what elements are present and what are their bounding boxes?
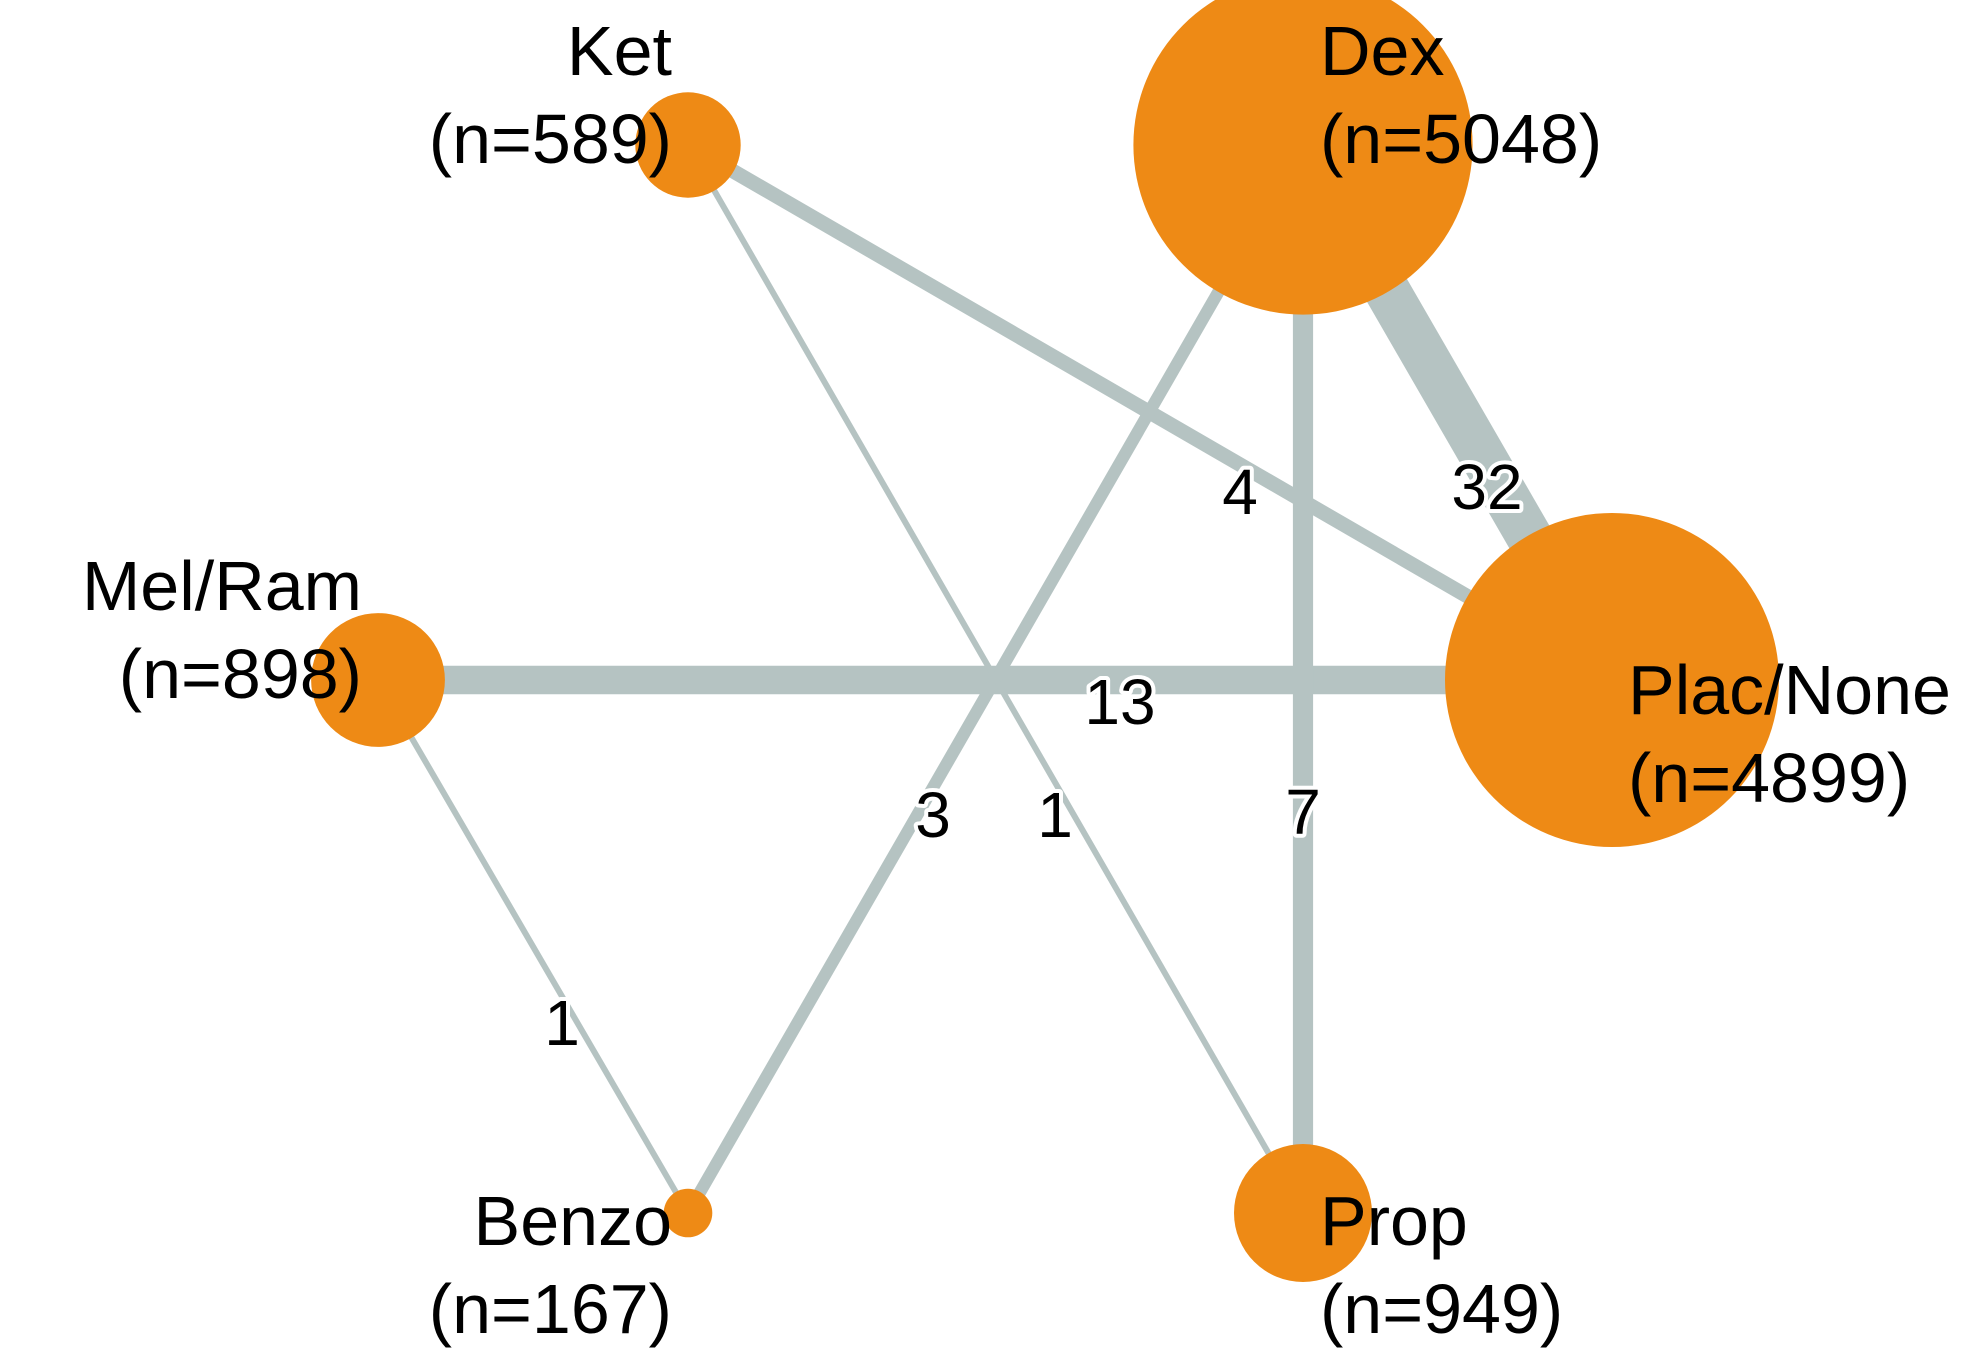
node-name-ket: Ket [567, 12, 672, 90]
edge-label-dex-benzo: 3 [915, 779, 951, 851]
node-count-mel-ram: (n=898) [119, 635, 362, 713]
node-count-plac-none: (n=4899) [1628, 739, 1910, 817]
edge-label-mel-ram-benzo: 1 [544, 987, 580, 1059]
node-labels-layer: Ket (n=589) Dex (n=5048) Mel/Ram (n=898) Plac/… [82, 12, 1951, 1348]
edge-ket-prop [685, 143, 1306, 1215]
node-dex [1133, 0, 1473, 315]
node-benzo [663, 1188, 713, 1238]
edge-label-ket-prop: 1 [1037, 779, 1073, 851]
edge-label-mel-ram-plac-none: 13 [1084, 666, 1155, 738]
node-name-mel-ram: Mel/Ram [82, 547, 362, 625]
node-name-prop: Prop [1320, 1182, 1468, 1260]
node-plac-none [1445, 513, 1779, 847]
node-prop [1234, 1144, 1372, 1282]
node-count-dex: (n=5048) [1320, 100, 1602, 178]
node-count-benzo: (n=167) [429, 1270, 672, 1348]
edge-labels-layer: 32 13 7 4 3 1 1 [540, 447, 1526, 1063]
node-count-prop: (n=949) [1320, 1270, 1563, 1348]
node-mel-ram [311, 613, 445, 747]
node-name-benzo: Benzo [474, 1182, 672, 1260]
edge-mel-ram-benzo [375, 678, 691, 1215]
node-name-dex: Dex [1320, 12, 1444, 90]
node-count-ket: (n=589) [429, 100, 672, 178]
nodes-layer [311, 0, 1779, 1282]
edge-label-dex-plac-none: 32 [1451, 451, 1522, 523]
node-name-plac-none: Plac/None [1628, 651, 1951, 729]
node-ket [635, 92, 741, 198]
edge-label-dex-prop: 7 [1285, 776, 1321, 848]
edge-label-ket-plac-none: 4 [1222, 456, 1258, 528]
